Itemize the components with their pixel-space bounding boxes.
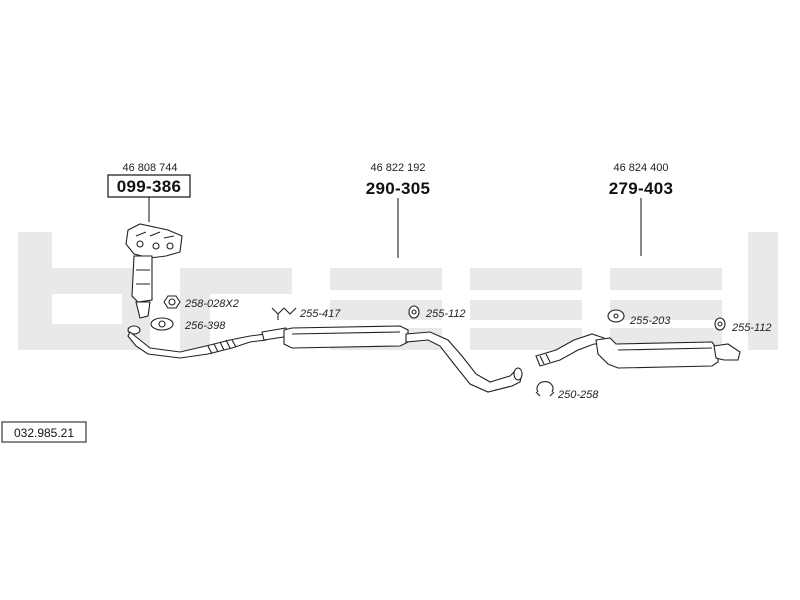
gasket-part-number[interactable]: 256-398	[184, 320, 226, 332]
catalyst-oe-number: 46 808 744	[122, 162, 177, 174]
middle-silencer[interactable]	[261, 325, 523, 393]
rear-silencer-oe-number: 46 824 400	[613, 162, 668, 174]
diagram-reference-number: 032.985.21	[14, 426, 74, 440]
clamp-rear-icon	[536, 381, 554, 393]
nut-accessory[interactable]: 258-028X2	[163, 295, 239, 310]
rear-mount-b-accessory[interactable]: 255-112	[714, 317, 772, 334]
mount-middle-part-number[interactable]: 255-112	[425, 308, 466, 320]
gasket-accessory[interactable]: 256-398	[150, 317, 226, 332]
clamp-rear-part-number[interactable]: 250-258	[557, 389, 599, 401]
middle-silencer-part-number[interactable]: 290-305	[366, 179, 431, 198]
catalyst-group[interactable]: 46 808 744 099-386	[107, 162, 191, 319]
rear-mount-a-accessory[interactable]: 255-203	[607, 309, 671, 327]
diagram-reference: 032.985.21	[1, 421, 87, 443]
nut-part-number[interactable]: 258-028X2	[184, 298, 239, 310]
mount-rear-a-part-number[interactable]: 255-203	[629, 315, 671, 327]
clamp-front-icon-a	[271, 307, 285, 320]
catalyst-part-number[interactable]: 099-386	[117, 177, 182, 196]
clamp-front-part-number[interactable]: 255-417	[299, 308, 341, 320]
middle-mount-accessory[interactable]: 255-112	[408, 305, 466, 320]
diagram-reference-box	[1, 421, 87, 443]
front-clamp-accessory[interactable]: 255-417	[271, 307, 341, 320]
mount-rear-b-part-number[interactable]: 255-112	[731, 322, 772, 334]
rear-silencer-group[interactable]: 46 824 400 279-403	[535, 162, 741, 369]
catalyst-manifold[interactable]	[125, 223, 183, 319]
middle-silencer-oe-number: 46 822 192	[370, 162, 425, 174]
middle-silencer-group[interactable]: 46 822 192 290-305	[261, 162, 523, 393]
rear-clamp-accessory[interactable]: 250-258	[535, 381, 599, 401]
clamp-front-icon-b	[283, 307, 297, 315]
rear-silencer[interactable]	[535, 333, 741, 369]
rear-silencer-part-number[interactable]: 279-403	[609, 179, 674, 198]
